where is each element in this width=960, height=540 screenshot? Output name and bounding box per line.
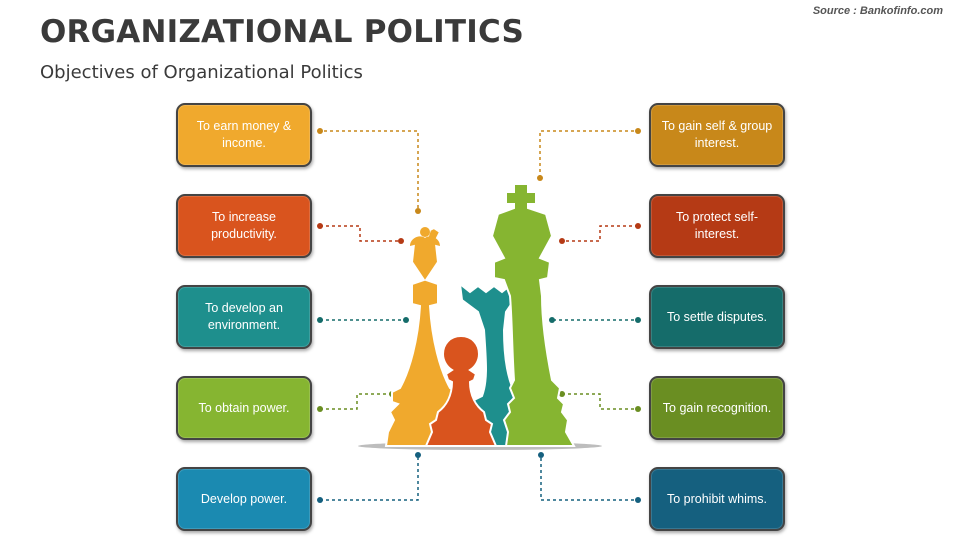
- objective-box-right-3: To settle disputes.: [649, 285, 785, 349]
- objective-label: To obtain power.: [198, 400, 290, 415]
- objective-label: To earn money & income.: [196, 119, 292, 150]
- connector-left-4: [320, 393, 392, 410]
- objective-box-left-4: To obtain power.: [176, 376, 312, 440]
- objective-box-right-4: To gain recognition.: [649, 376, 785, 440]
- source-credit: Source : Bankofinfo.com: [812, 5, 943, 17]
- king-piece: [490, 183, 576, 447]
- objective-label: To increase productivity.: [211, 210, 277, 241]
- objective-box-left-3: To develop an environment.: [176, 285, 312, 349]
- objective-box-left-1: To earn money & income.: [176, 103, 312, 167]
- objective-label: To settle disputes.: [666, 309, 768, 324]
- pawn-piece: [424, 334, 498, 447]
- connector-left-1: [318, 130, 419, 211]
- objective-label: To gain recognition.: [662, 400, 772, 415]
- page-subtitle: Objectives of Organizational Politics: [40, 62, 363, 83]
- objective-label: Develop power.: [200, 491, 288, 506]
- objective-label: To gain self & group interest.: [661, 119, 773, 150]
- connector-right-5: [540, 455, 640, 501]
- objective-label: To develop an environment.: [205, 301, 283, 332]
- objective-box-right-5: To prohibit whims.: [649, 467, 785, 531]
- objective-box-right-1: To gain self & group interest.: [649, 103, 785, 167]
- objective-box-right-2: To protect self-interest.: [649, 194, 785, 258]
- connector-right-2: [562, 225, 638, 242]
- page-title: ORGANIZATIONAL POLITICS: [40, 14, 525, 50]
- connector-right-1: [539, 130, 640, 178]
- objective-box-left-2: To increase productivity.: [176, 194, 312, 258]
- connector-left-2: [320, 225, 401, 242]
- objective-label: To protect self-interest.: [676, 210, 758, 241]
- objective-label: To prohibit whims.: [666, 491, 768, 506]
- connector-left-5: [320, 455, 419, 501]
- objective-box-left-5: Develop power.: [176, 467, 312, 531]
- connector-right-4: [562, 393, 640, 410]
